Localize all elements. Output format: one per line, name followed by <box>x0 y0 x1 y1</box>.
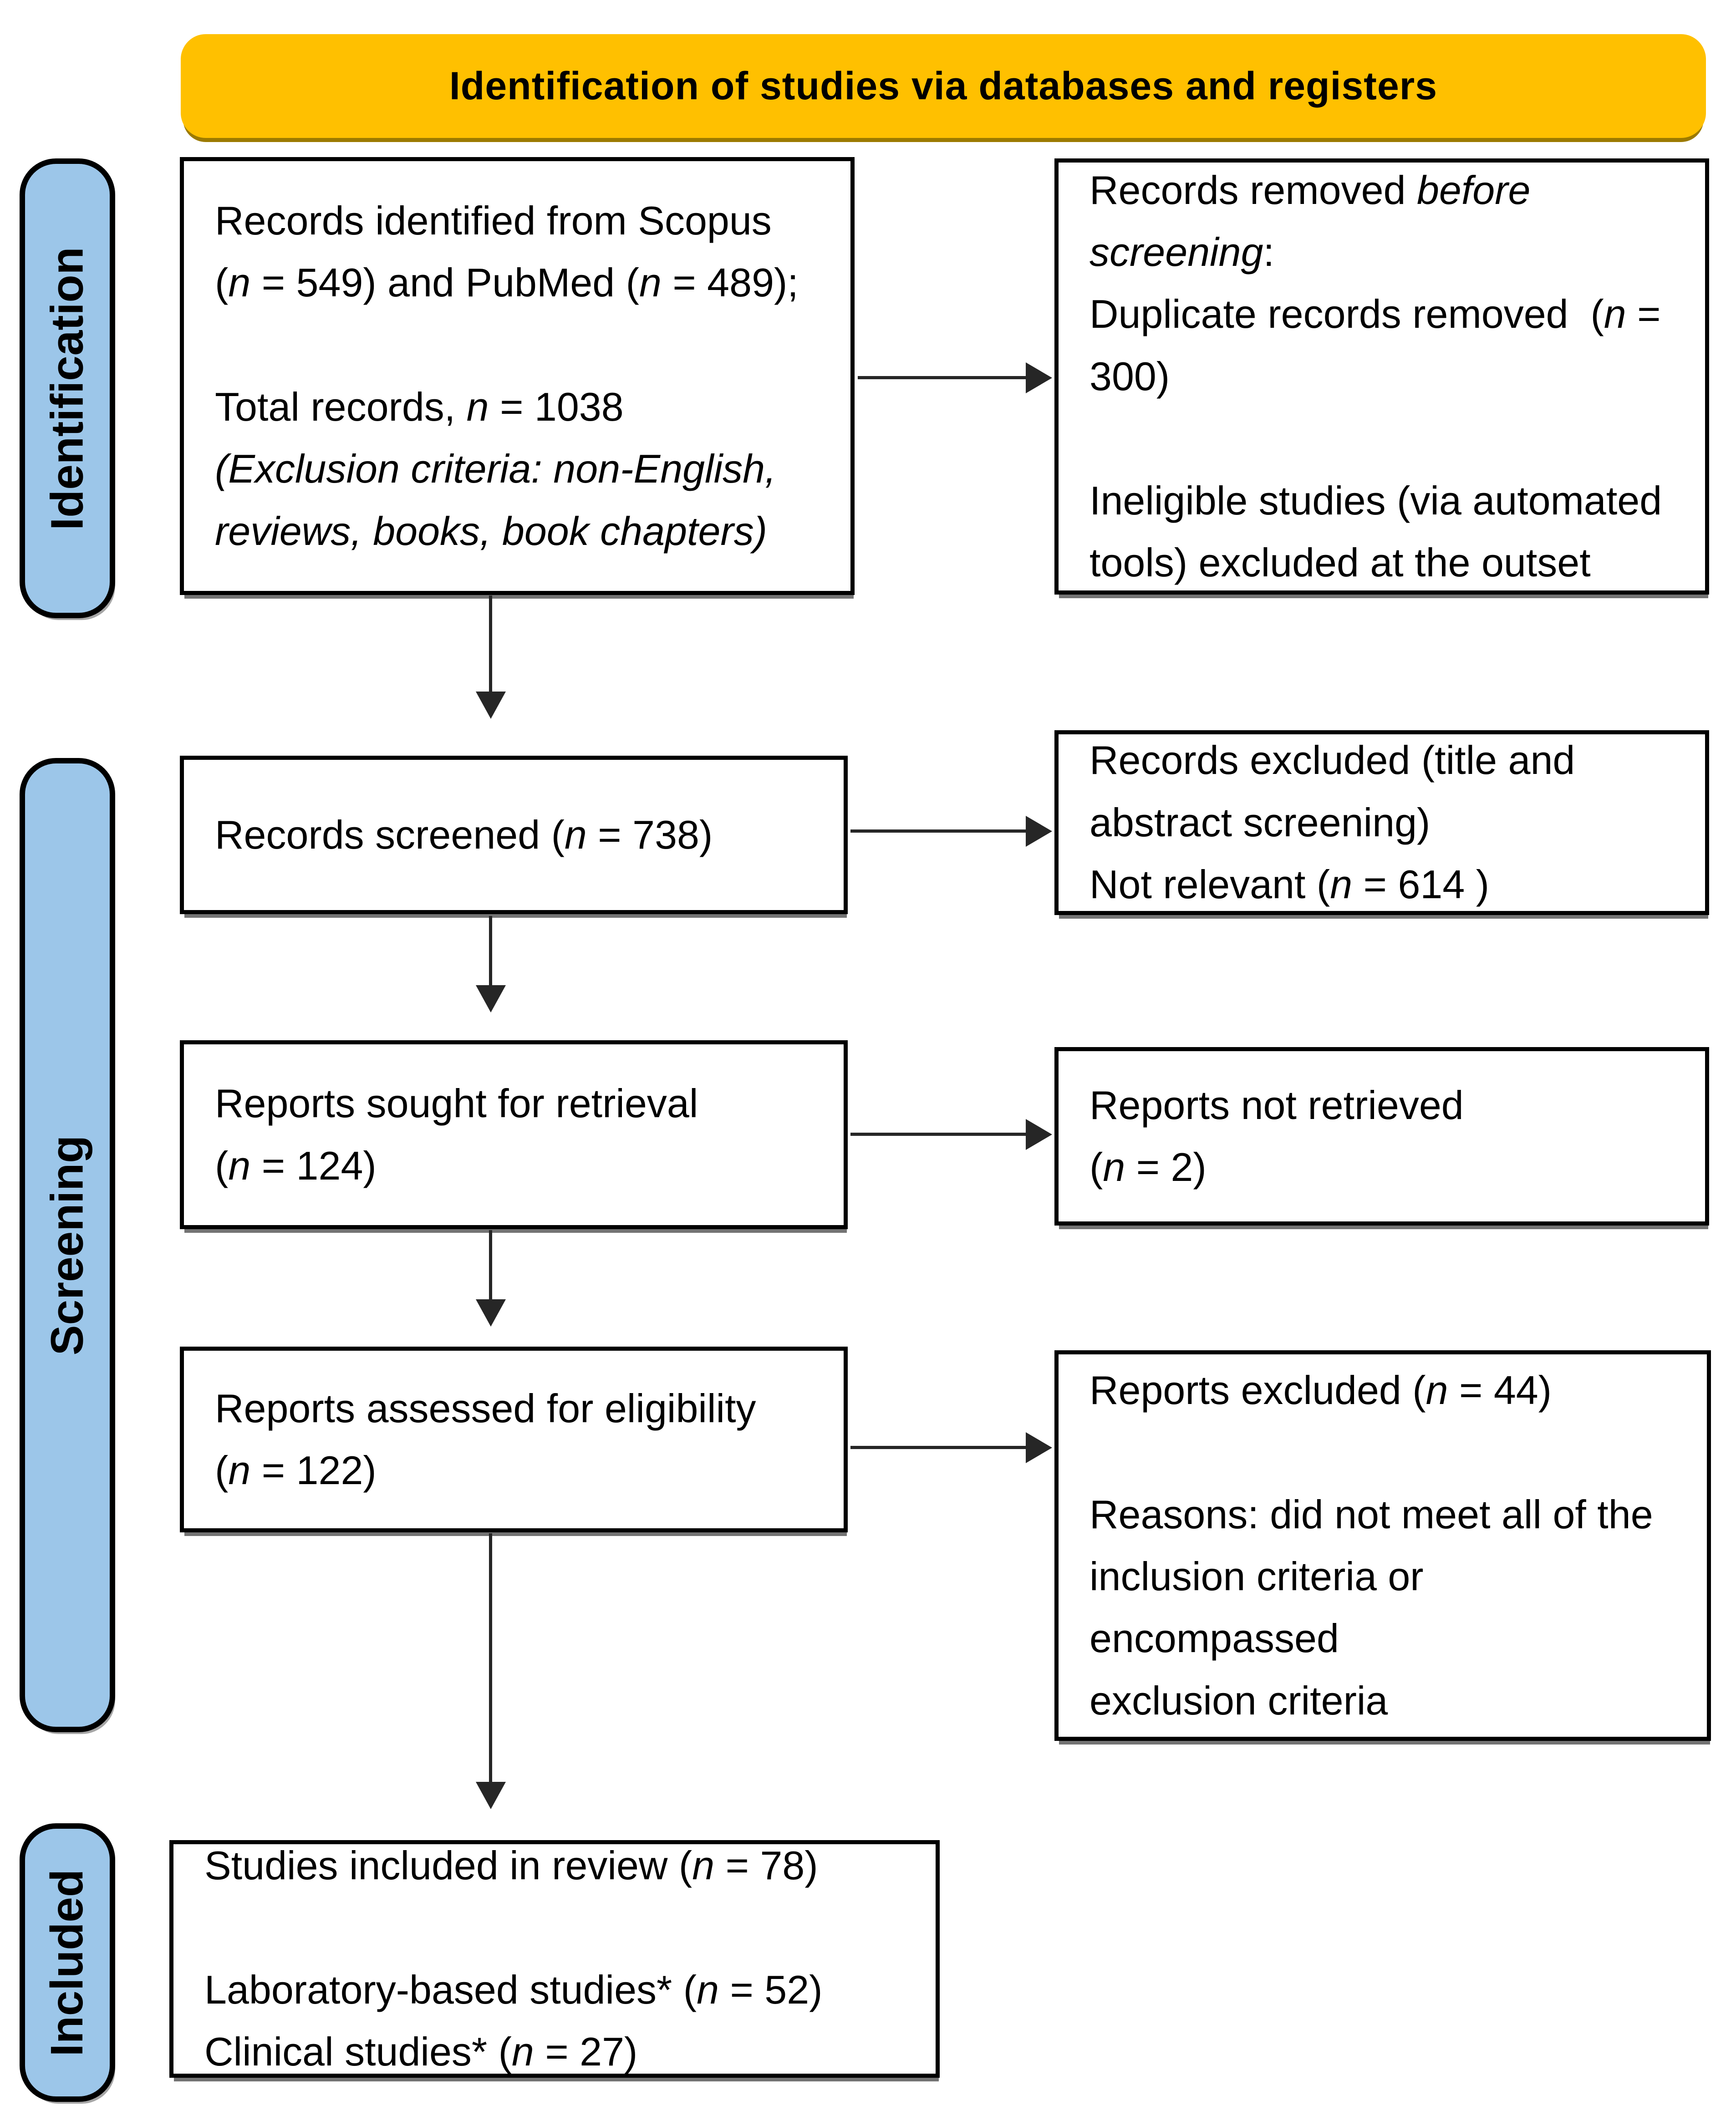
arrow-screened-to-excluded <box>850 829 1026 833</box>
box-reports-assessed-text: Reports assessed for eligibility(n = 122… <box>215 1385 756 1493</box>
box-records-identified-text: Records identified from Scopus(n = 549) … <box>215 198 799 554</box>
stage-screening-label: Screening <box>41 1135 93 1355</box>
arrow-identified-to-removed <box>858 376 1026 379</box>
box-records-screened-text: Records screened (n = 738) <box>215 812 713 857</box>
box-reports-not-retrieved-text: Reports not retrieved(n = 2) <box>1089 1082 1464 1190</box>
box-reports-excluded: Reports excluded (n = 44)Reasons: did no… <box>1054 1350 1711 1741</box>
box-reports-sought: Reports sought for retrieval(n = 124) <box>180 1040 848 1229</box>
arrow-sought-to-assessed <box>489 1230 492 1300</box>
box-reports-excluded-text: Reports excluded (n = 44)Reasons: did no… <box>1089 1367 1653 1723</box>
arrow-assessed-to-included <box>489 1533 492 1782</box>
arrow-identified-to-screened <box>489 595 492 692</box>
box-reports-sought-text: Reports sought for retrieval(n = 124) <box>215 1081 698 1188</box>
stage-identification: Identification <box>20 158 115 618</box>
box-studies-included: Studies included in review (n = 78)Labor… <box>169 1840 940 2078</box>
box-records-identified: Records identified from Scopus(n = 549) … <box>180 157 855 595</box>
arrow-assessed-to-excluded <box>850 1446 1026 1449</box>
box-studies-included-text: Studies included in review (n = 78)Labor… <box>204 1843 823 2075</box>
box-reports-assessed: Reports assessed for eligibility(n = 122… <box>180 1347 848 1532</box>
page-title: Identification of studies via databases … <box>449 64 1438 108</box>
stage-included: Included <box>20 1823 115 2102</box>
stage-included-label: Included <box>41 1869 93 2056</box>
box-records-screened: Records screened (n = 738) <box>180 756 848 914</box>
arrow-screened-to-sought <box>489 916 492 986</box>
stage-screening: Screening <box>20 758 115 1732</box>
stage-identification-label: Identification <box>41 246 93 530</box>
arrow-sought-to-not-retrieved <box>850 1133 1026 1136</box>
box-reports-not-retrieved: Reports not retrieved(n = 2) <box>1054 1047 1709 1226</box>
header-banner: Identification of studies via databases … <box>181 34 1706 138</box>
